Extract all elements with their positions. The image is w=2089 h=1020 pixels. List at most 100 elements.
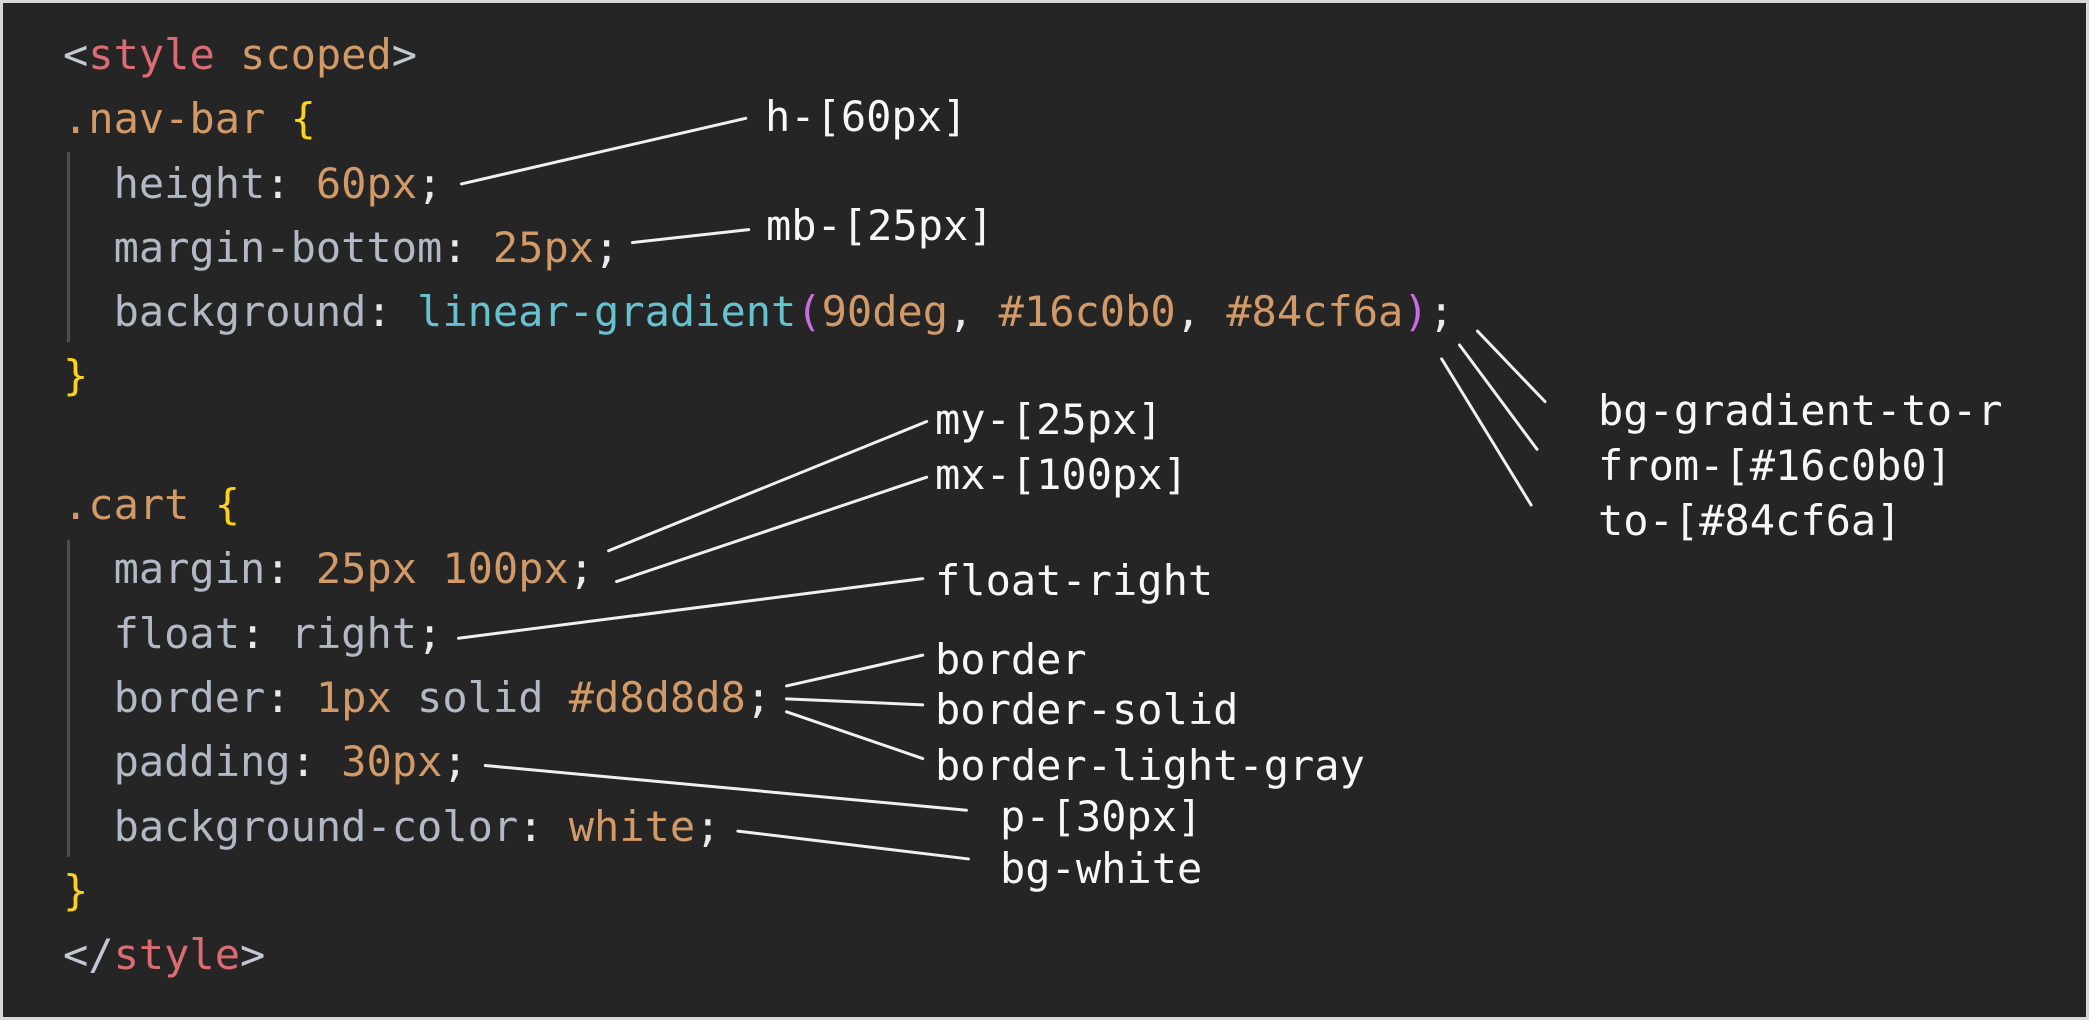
code-line-10: float: right; (63, 602, 1454, 666)
code-line-11: border: 1px solid #d8d8d8; (63, 666, 1454, 730)
connector-lines (456, 116, 1547, 861)
css-code-block: <style scoped>.nav-bar { height: 60px; m… (63, 23, 1454, 987)
code-token (63, 416, 88, 465)
code-token: : (265, 544, 291, 594)
code-token: white (568, 801, 696, 851)
code-token: </ (63, 930, 114, 980)
code-token (316, 737, 341, 786)
code-token: ; (594, 222, 620, 272)
code-token: padding (63, 737, 291, 787)
code-token: : (265, 158, 291, 208)
code-token: #d8d8d8 (568, 672, 746, 722)
utility-class-label-mb-25px-: mb-[25px] (766, 201, 994, 250)
code-token: height (63, 158, 266, 208)
connector-gradient-to-to (1440, 357, 1533, 507)
code-token: : (265, 672, 291, 722)
code-token: ; (568, 544, 595, 594)
utility-class-label-to-84cf6a-: to-[#84cf6a] (1598, 496, 1902, 545)
code-line-8: .cart { (63, 473, 1454, 537)
connector-padding-to-p30 (483, 763, 968, 812)
connector-gradient-to-bggradient (1475, 329, 1547, 404)
code-line-1: <style scoped> (63, 23, 1454, 87)
utility-class-label-border-solid: border-solid (935, 685, 1239, 734)
code-token: ; (745, 672, 772, 722)
code-line-3: height: 60px; (63, 152, 1454, 216)
code-token: : (290, 737, 316, 787)
code-token (291, 544, 316, 593)
code-token: : (442, 222, 468, 272)
code-token: style (88, 30, 215, 79)
connector-border-to-border (785, 653, 925, 688)
code-token: #84cf6a (1226, 287, 1404, 337)
code-token: background-color (63, 801, 519, 851)
code-line-4: margin-bottom: 25px; (63, 216, 1454, 280)
connector-float-to-floatright (456, 577, 925, 640)
code-token: ) (1403, 287, 1429, 337)
code-token: margin-bottom (63, 222, 443, 272)
code-token (973, 287, 998, 336)
code-token: } (63, 351, 89, 401)
code-line-9: margin: 25px 100px; (63, 537, 1454, 601)
code-token: ; (417, 608, 443, 658)
utility-class-label-bg-gradient-to-r: bg-gradient-to-r (1598, 386, 2003, 435)
code-token: 30px (341, 737, 443, 787)
utility-class-label-float-right: float-right (935, 556, 1214, 605)
code-token: 60px (315, 158, 418, 208)
code-token: style (113, 930, 241, 980)
code-token (417, 544, 442, 593)
code-token: > (240, 930, 266, 980)
utility-class-label-mx-100px-: mx-[100px] (935, 450, 1188, 499)
code-token (291, 159, 316, 208)
code-token: .nav-bar (63, 94, 266, 144)
connector-border-to-bordersolid (785, 697, 925, 707)
utility-class-label-border-light-gray: border-light-gray (935, 741, 1365, 790)
utility-class-label-p-30px-: p-[30px] (1000, 792, 1203, 841)
code-token (1201, 287, 1226, 336)
code-token: #16c0b0 (998, 287, 1176, 337)
code-token: : (518, 801, 544, 851)
code-token (265, 94, 290, 143)
code-token (392, 287, 417, 336)
code-token (468, 223, 493, 272)
code-token: : (240, 608, 266, 658)
code-token: 90deg (821, 287, 949, 337)
code-token: , (948, 287, 974, 337)
code-token: > (391, 30, 418, 79)
connector-height-to-h60 (459, 116, 748, 186)
code-token: ; (1428, 287, 1454, 337)
code-token: ; (417, 158, 443, 208)
code-line-2: .nav-bar { (63, 87, 1454, 151)
code-token (543, 673, 568, 722)
connector-marginbottom-to-mb25 (630, 228, 751, 245)
connector-margin-to-mx100 (615, 475, 929, 584)
code-token: linear-gradient (417, 287, 797, 337)
utility-class-label-border: border (935, 635, 1087, 684)
code-token: ; (442, 737, 468, 787)
code-token: margin (63, 544, 266, 594)
code-token: , (1175, 287, 1201, 337)
utility-class-label-bg-white: bg-white (1000, 844, 1203, 893)
code-token (392, 673, 417, 722)
code-line-6: } (63, 344, 1454, 408)
code-line-12: padding: 30px; (63, 730, 1454, 794)
code-token: scoped (240, 30, 392, 79)
code-token (189, 480, 214, 529)
connector-margin-to-my25 (607, 420, 929, 553)
code-token (291, 673, 316, 722)
indent-guide-1 (67, 152, 70, 342)
code-line-5: background: linear-gradient(90deg, #16c0… (63, 280, 1454, 344)
code-token (543, 802, 568, 851)
code-token: ; (695, 801, 721, 851)
utility-class-label-my-25px-: my-[25px] (935, 395, 1163, 444)
code-token: : (366, 287, 392, 337)
code-line-13: background-color: white; (63, 795, 1454, 859)
code-token: right (290, 608, 418, 658)
utility-class-label-from-16c0b0-: from-[#16c0b0] (1598, 441, 1953, 490)
code-line-15: </style> (63, 923, 1454, 987)
code-token: 25px (315, 544, 418, 594)
code-line-14: } (63, 859, 1454, 923)
code-token (215, 30, 240, 79)
code-line-7 (63, 409, 1454, 473)
code-token: border (63, 672, 266, 722)
code-token: ( (796, 287, 822, 337)
